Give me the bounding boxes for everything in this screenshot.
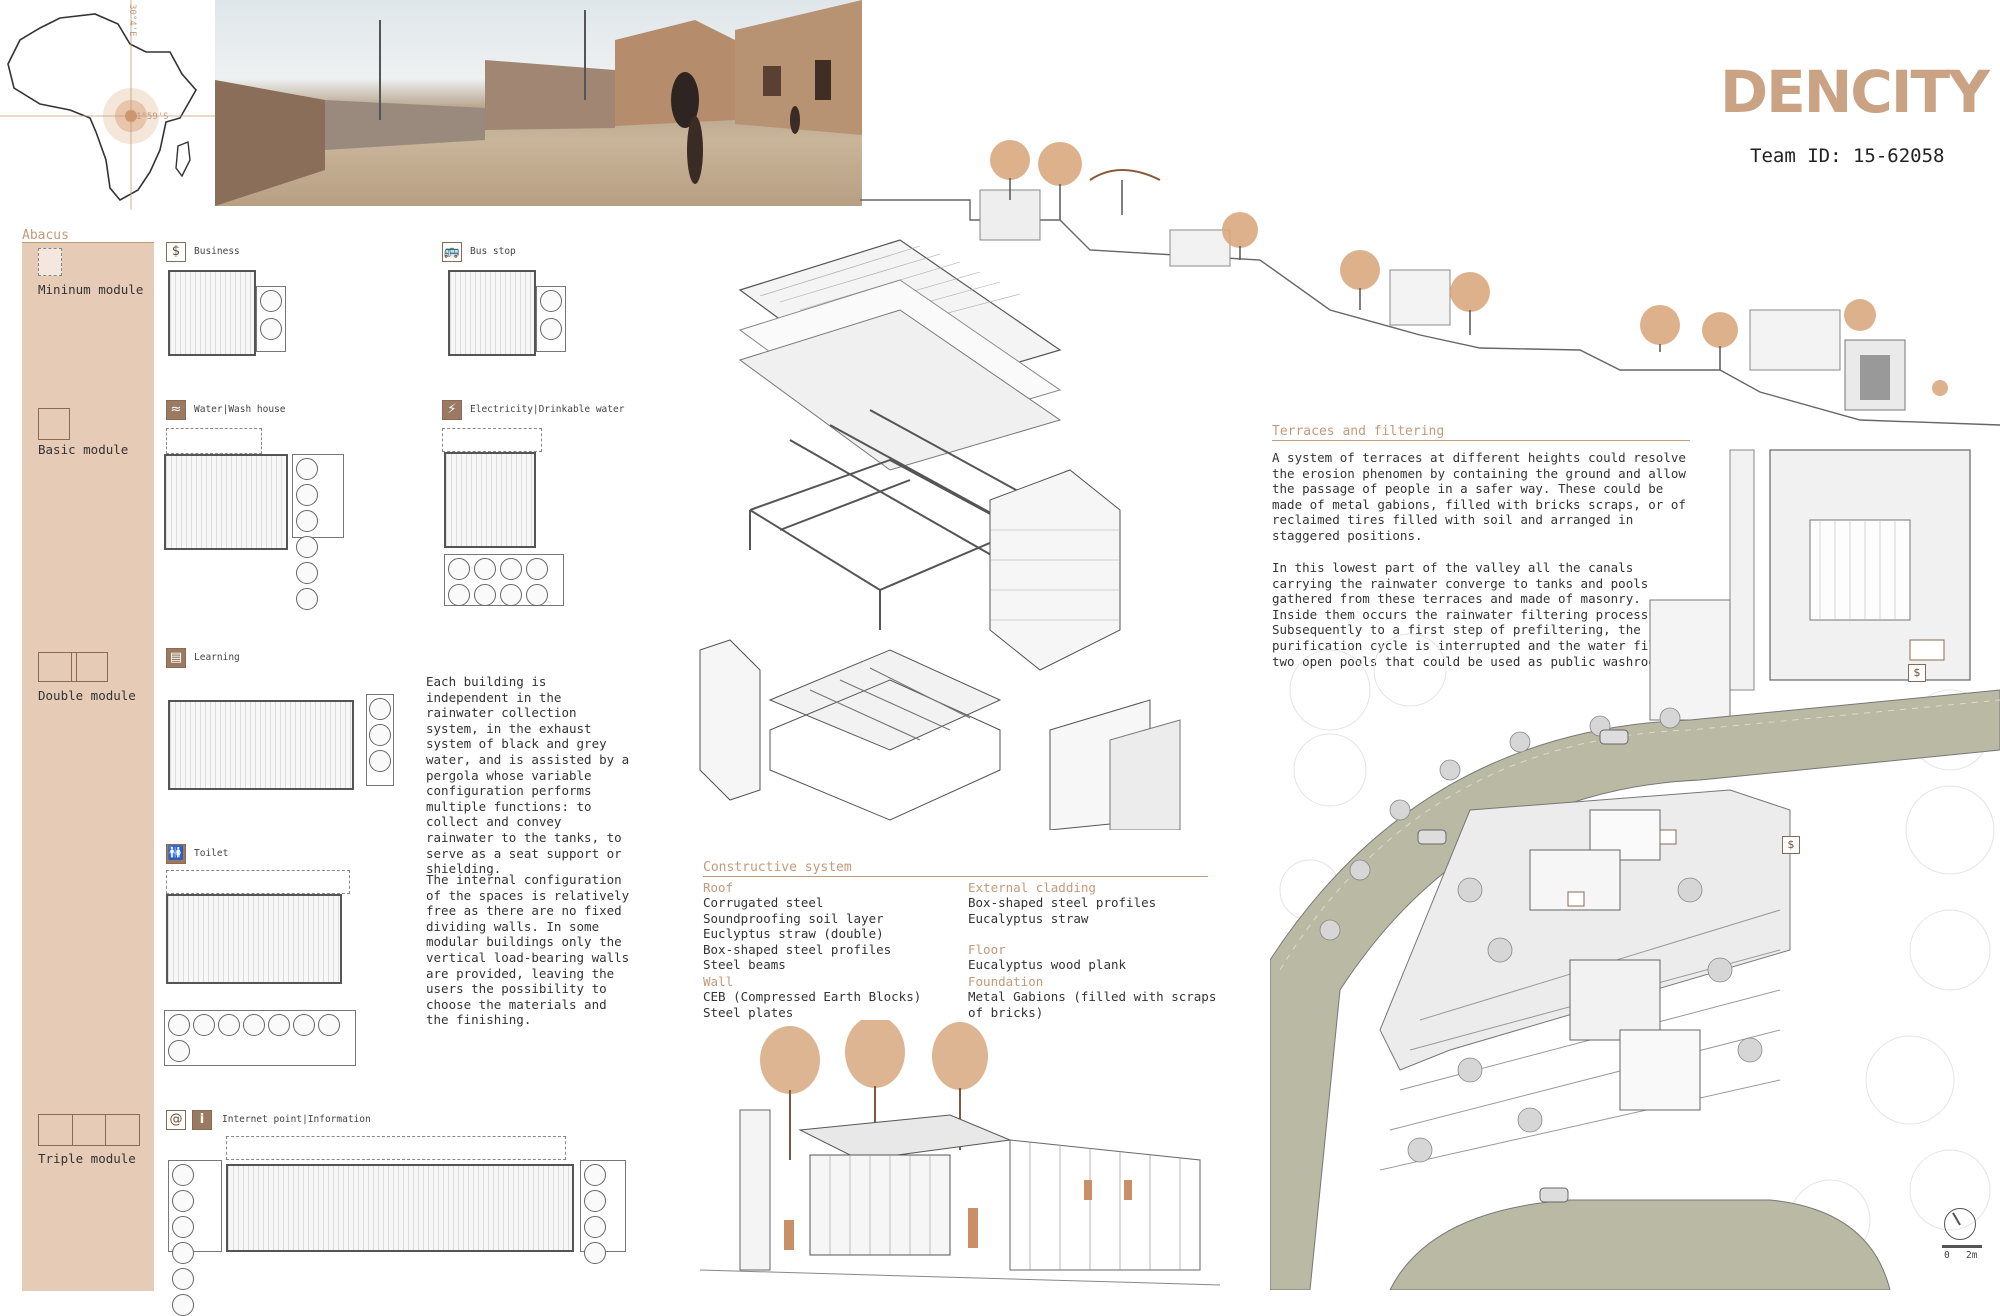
scale-zero-label: 0 <box>1944 1250 1950 1261</box>
water-wash-outline <box>166 428 262 454</box>
terraces-title: Terraces and filtering <box>1272 424 1690 441</box>
cladding-items: Box-shaped steel profiles Eucalyptus str… <box>968 895 1218 926</box>
toilet-tanks <box>164 1010 356 1066</box>
program-label-water-wash: Water|Wash house <box>194 404 286 415</box>
basic-module-shape <box>38 408 70 440</box>
water-wash-plan <box>164 454 288 550</box>
foundation-items: Metal Gabions (filled with scraps of bri… <box>968 989 1218 1020</box>
terraces-description-2: In this lowest part of the valley all th… <box>1272 560 1679 669</box>
learning-tanks <box>366 694 394 786</box>
scale-2m-label: 2m <box>1966 1250 1978 1261</box>
program-label-learning: Learning <box>194 652 240 663</box>
program-label-business: Business <box>194 246 240 257</box>
module-label-double: Double module <box>38 688 136 703</box>
roof-item: Soundproofing soil layer <box>703 910 884 926</box>
water-wash-icon: ≈ <box>166 400 186 420</box>
foundation-item: Metal Gabions (filled with scraps of bri… <box>968 989 1217 1020</box>
external-cladding-title: External cladding <box>968 880 1096 895</box>
street-panorama-photo <box>215 0 862 206</box>
north-arrow-icon <box>1944 1208 1976 1240</box>
roof-item: Box-shaped steel profiles <box>703 941 892 957</box>
constructive-system-title: Constructive system <box>703 860 1208 877</box>
internet-plan <box>226 1164 574 1252</box>
terrace-section-drawing <box>860 120 2000 430</box>
floor-title: Floor <box>968 942 1006 957</box>
electricity-tanks <box>444 554 564 606</box>
business-plan <box>168 270 256 356</box>
internet-at-icon: @ <box>166 1110 186 1130</box>
site-business-icon-2: $ <box>1782 836 1800 854</box>
internet-tanks-left <box>168 1160 222 1316</box>
cladding-item: Eucalyptus straw <box>968 910 1089 926</box>
wall-items: CEB (Compressed Earth Blocks) Steel plat… <box>703 989 953 1020</box>
floor-item: Eucalyptus wood plank <box>968 957 1127 972</box>
electricity-water-icon: ⚡ <box>442 400 462 420</box>
program-label-bus-stop: Bus stop <box>470 246 516 257</box>
water-wash-tanks <box>292 454 344 610</box>
dencity-logo: DENCITY <box>1720 58 1990 126</box>
information-icon: i <box>192 1110 212 1130</box>
roof-item: Corrugated steel <box>703 895 824 910</box>
exploded-axonometric-drawing <box>690 230 1220 831</box>
business-icon: $ <box>166 242 186 262</box>
roof-item: Euclyptus straw (double) <box>703 926 884 942</box>
foundation-title: Foundation <box>968 974 1044 989</box>
min-module-shape <box>38 248 62 276</box>
africa-map: 1°59'S 30°4'E <box>0 0 215 210</box>
wall-title: Wall <box>703 974 734 989</box>
double-module-shape <box>38 652 108 682</box>
learning-plan <box>168 700 354 790</box>
floor-items: Eucalyptus wood plank <box>968 957 1218 973</box>
wall-item: CEB (Compressed Earth Blocks) <box>703 989 922 1004</box>
internet-outline <box>226 1136 566 1160</box>
team-id: Team ID: 15-62058 <box>1750 145 1945 167</box>
scale-bar <box>1942 1245 1982 1248</box>
internet-tanks-right <box>580 1160 626 1264</box>
triple-module-shape <box>38 1114 140 1146</box>
program-label-toilet: Toilet <box>194 848 229 859</box>
bus-stop-tanks <box>536 286 566 352</box>
program-label-internet: Internet point|Information <box>222 1114 371 1125</box>
module-label-minimum: Mininum module <box>38 282 144 297</box>
toilet-plan <box>166 894 342 984</box>
map-longitude-label: 1°59'S <box>136 112 169 122</box>
program-label-electricity: Electricity|Drinkable water <box>470 404 625 415</box>
learning-icon: ▤ <box>166 648 186 668</box>
building-description-2: The internal configuration of the spaces… <box>426 872 630 1028</box>
site-business-icon: $ <box>1908 664 1926 682</box>
wall-item: Steel plates <box>703 1004 794 1020</box>
roof-title: Roof <box>703 880 734 895</box>
terraces-description-1: A system of terraces at different height… <box>1272 450 1686 543</box>
electricity-plan <box>444 452 536 548</box>
bus-stop-icon: 🚌 <box>442 242 462 262</box>
map-latitude-label: 30°4'E <box>127 4 137 37</box>
toilet-icon: 🚻 <box>166 844 186 864</box>
bus-stop-plan <box>448 270 536 356</box>
module-label-triple: Triple module <box>38 1151 136 1166</box>
roof-item: Steel beams <box>703 957 786 973</box>
module-label-basic: Basic module <box>38 442 129 457</box>
building-description-1: Each building is independent in the rain… <box>426 674 630 877</box>
electricity-outline <box>442 428 542 452</box>
business-tanks <box>256 286 286 352</box>
pergola-perspective-drawing <box>699 1016 1221 1290</box>
cladding-item: Box-shaped steel profiles <box>968 895 1157 910</box>
site-plan-drawing: $ $ <box>1269 430 2000 1291</box>
toilet-outline <box>166 870 350 894</box>
abacus-title: Abacus <box>22 228 69 243</box>
roof-items: Corrugated steel Soundproofing soil laye… <box>703 895 953 973</box>
